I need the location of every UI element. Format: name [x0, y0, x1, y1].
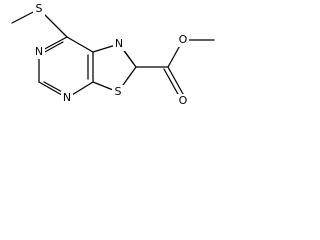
atom-label-background — [113, 37, 125, 51]
atom-s-thiazole: S — [112, 85, 124, 99]
atom-label-background — [112, 85, 124, 99]
structure-canvas: S N N N S O — [0, 0, 242, 153]
atom-o-carbonyl: O — [177, 94, 189, 108]
bond-carbonyl-o-double — [163, 68, 180, 97]
atom-label-background — [177, 94, 189, 108]
atom-n-pyrimidine-top: N — [33, 45, 45, 59]
atom-n-pyrimidine-bottom: N — [61, 91, 73, 105]
atom-label-background — [61, 91, 73, 105]
atom-n-thiazole: N — [113, 37, 125, 51]
atom-symbol-o-carbonyl: O — [179, 94, 188, 107]
atom-symbol-s-methylthio: S — [36, 2, 43, 15]
bond-c7a-c7 — [66, 36, 94, 53]
bond-n1-c2-double — [122, 48, 134, 64]
bond-carbonyl-o — [167, 66, 184, 95]
atom-o-ester: O — [177, 33, 189, 47]
atom-s-methylthio: S — [33, 2, 45, 16]
atom-symbol-s-thiazole: S — [115, 85, 122, 98]
atom-symbol-o-ester: O — [179, 33, 188, 46]
bond-c7-n6-double — [42, 41, 64, 54]
atom-symbol-n-pyrimidine-bottom: N — [63, 91, 71, 104]
atom-label-background — [33, 45, 45, 59]
chemical-structure: S N N N S O — [11, 2, 215, 108]
atom-label-background — [177, 33, 189, 47]
atom-symbol-n-pyrimidine-top: N — [35, 45, 43, 58]
bond-c5-n4-double — [43, 81, 65, 94]
bond-layer — [11, 8, 215, 99]
atom-label-background — [33, 2, 45, 16]
atom-symbol-n-thiazole: N — [115, 37, 123, 50]
atom-layer: S N N N S O — [33, 2, 189, 108]
